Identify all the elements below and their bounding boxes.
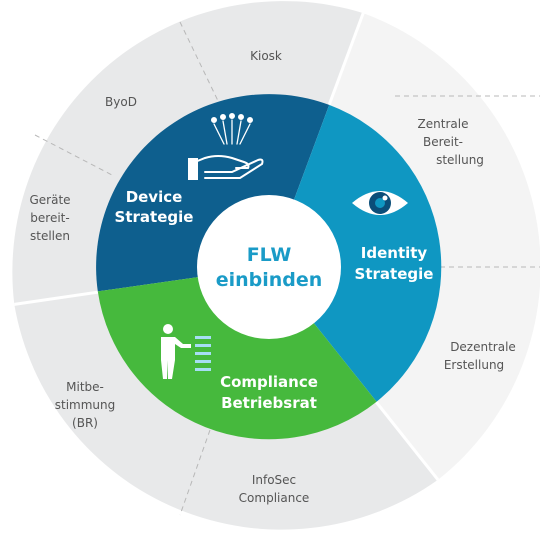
person-checklist-icon (161, 324, 211, 379)
center-circle (197, 195, 341, 339)
compliance-label-line2: Betriebsrat (221, 394, 317, 412)
outer-label-geraete-3: stellen (30, 229, 70, 243)
outer-label-kiosk: Kiosk (250, 49, 282, 63)
identity-label-line1: Identity (361, 244, 428, 262)
compliance-label-line1: Compliance (220, 373, 318, 391)
hand-network-icon (188, 113, 264, 180)
identity-label-line2: Strategie (355, 265, 434, 283)
device-label-line1: Device (126, 188, 183, 206)
outer-label-dezentrale-1: Dezentrale (450, 340, 516, 354)
outer-label-mitbestimmung-1: Mitbe- (66, 380, 104, 394)
outer-label-dezentrale-2: Erstellung (444, 358, 504, 372)
center-label-line1: FLW (247, 244, 292, 266)
eye-icon (352, 191, 408, 215)
outer-label-byod: ByoD (105, 95, 137, 109)
divider-mitbestimmung-infosec (179, 429, 211, 516)
outer-label-zentrale-3: stellung (436, 153, 484, 167)
outer-label-mitbestimmung-2: stimmung (55, 398, 116, 412)
outer-label-zentrale-2: Bereit- (423, 135, 463, 149)
outer-label-geraete-1: Geräte (29, 193, 70, 207)
outer-dividers (34, 21, 540, 516)
outer-label-infosec-1: InfoSec (252, 473, 296, 487)
outer-label-mitbestimmung-3: (BR) (72, 416, 98, 430)
device-label-line2: Strategie (115, 208, 194, 226)
sector-compliance (97, 267, 377, 440)
outer-label-infosec-2: Compliance (239, 491, 310, 505)
sector-identity (269, 104, 442, 402)
divider-kiosk-byod (179, 21, 221, 106)
center-label-line2: einbinden (216, 269, 323, 291)
outer-label-geraete-2: bereit- (30, 211, 69, 225)
outer-label-zentrale-1: Zentrale (418, 117, 469, 131)
divider-byod-geraete (34, 134, 113, 176)
